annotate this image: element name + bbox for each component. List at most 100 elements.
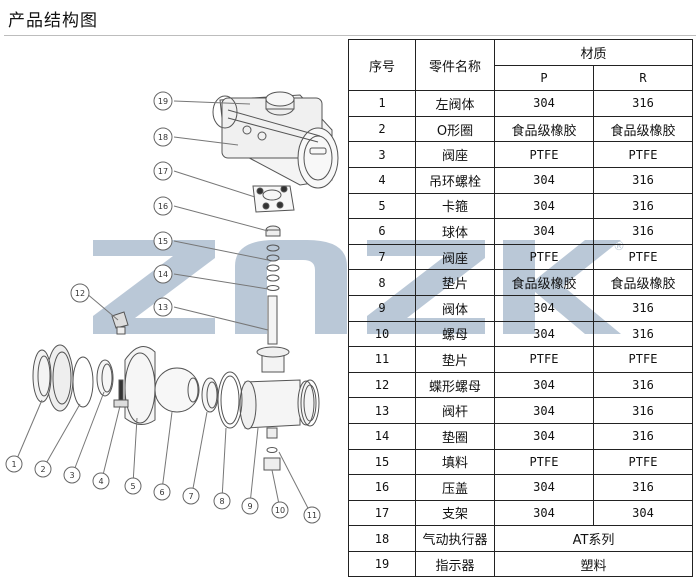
svg-text:3: 3 <box>69 471 74 480</box>
row-part-name: 指示器 <box>415 550 495 578</box>
row-index: 9 <box>348 294 416 322</box>
svg-text:8: 8 <box>219 497 224 506</box>
row-index: 10 <box>348 320 416 348</box>
svg-text:11: 11 <box>307 511 317 520</box>
row-index: 11 <box>348 346 416 373</box>
row-part-name: 支架 <box>415 499 495 527</box>
row-material-p: 304 <box>494 397 594 424</box>
row-part-name: 垫片 <box>415 346 495 373</box>
svg-text:7: 7 <box>188 492 193 501</box>
row-index: 18 <box>348 525 416 552</box>
row-part-name: 阀杆 <box>415 397 495 424</box>
row-material-p: 304 <box>494 166 594 194</box>
row-part-name: 卡箍 <box>415 192 495 220</box>
row-material-r: 316 <box>593 397 693 424</box>
header-material: 材质 <box>494 39 693 66</box>
row-index: 12 <box>348 371 416 399</box>
row-material-r: 304 <box>593 499 693 527</box>
row-material-r: 316 <box>593 294 693 322</box>
row-material-r: 316 <box>593 218 693 245</box>
row-material-r: PTFE <box>593 141 693 168</box>
row-material-r: 316 <box>593 90 693 117</box>
row-index: 1 <box>348 90 416 117</box>
row-material-p: 304 <box>494 218 594 245</box>
row-index: 8 <box>348 269 416 296</box>
header-index: 序号 <box>348 38 416 92</box>
header-material-p: P <box>494 64 594 92</box>
svg-text:2: 2 <box>40 465 45 474</box>
header-part-name: 零件名称 <box>415 38 495 92</box>
row-material-r: PTFE <box>593 448 693 476</box>
row-material-merged: 塑料 <box>494 550 693 578</box>
row-part-name: 球体 <box>415 218 495 245</box>
row-material-p: 304 <box>494 499 594 527</box>
row-index: 2 <box>348 115 416 143</box>
svg-text:13: 13 <box>158 303 168 312</box>
row-part-name: 垫圈 <box>415 422 495 450</box>
row-material-r: 316 <box>593 192 693 220</box>
row-material-p: 食品级橡胶 <box>494 115 594 143</box>
table-header-row: 序号 零件名称 材质 <box>348 38 693 92</box>
row-material-p: PTFE <box>494 448 594 476</box>
row-material-p: 304 <box>494 320 594 348</box>
row-index: 7 <box>348 243 416 271</box>
row-part-name: 气动执行器 <box>415 525 495 552</box>
row-material-p: 304 <box>494 294 594 322</box>
row-index: 16 <box>348 474 416 501</box>
page-title: 产品结构图 <box>8 11 98 31</box>
row-material-r: 316 <box>593 422 693 450</box>
row-part-name: 阀座 <box>415 243 495 271</box>
row-index: 14 <box>348 422 416 450</box>
row-part-name: O形圈 <box>415 115 495 143</box>
row-part-name: 压盖 <box>415 474 495 501</box>
row-material-p: PTFE <box>494 141 594 168</box>
svg-text:9: 9 <box>247 502 252 511</box>
row-part-name: 垫片 <box>415 269 495 296</box>
row-material-p: 304 <box>494 90 594 117</box>
svg-text:19: 19 <box>158 97 168 106</box>
row-material-r: 316 <box>593 371 693 399</box>
row-index: 5 <box>348 192 416 220</box>
header-material-r: R <box>593 64 693 92</box>
svg-text:18: 18 <box>158 133 168 142</box>
row-material-p: 304 <box>494 422 594 450</box>
svg-text:6: 6 <box>159 488 164 497</box>
row-index: 15 <box>348 448 416 476</box>
svg-text:5: 5 <box>130 482 135 491</box>
row-material-r: 食品级橡胶 <box>593 269 693 296</box>
row-part-name: 阀座 <box>415 141 495 168</box>
row-material-p: 304 <box>494 192 594 220</box>
row-material-r: 316 <box>593 166 693 194</box>
row-index: 13 <box>348 397 416 424</box>
svg-text:17: 17 <box>158 167 168 176</box>
row-material-r: PTFE <box>593 243 693 271</box>
svg-text:14: 14 <box>158 270 168 279</box>
svg-text:4: 4 <box>98 477 103 486</box>
row-material-p: PTFE <box>494 243 594 271</box>
row-material-merged: AT系列 <box>494 525 693 552</box>
row-material-r: PTFE <box>593 346 693 373</box>
row-material-r: 316 <box>593 474 693 501</box>
svg-text:16: 16 <box>158 202 168 211</box>
row-index: 6 <box>348 218 416 245</box>
row-material-p: 304 <box>494 371 594 399</box>
row-index: 19 <box>348 550 416 578</box>
row-part-name: 蝶形螺母 <box>415 371 495 399</box>
